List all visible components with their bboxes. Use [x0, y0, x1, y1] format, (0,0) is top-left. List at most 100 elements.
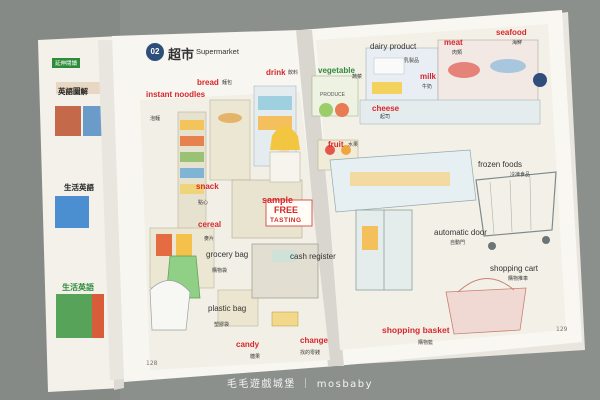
shelf-row-4 — [180, 168, 204, 178]
label-seafood: seafood — [496, 28, 527, 37]
side-book-tag: 延伸閱讀 — [52, 58, 81, 68]
seafood-fish — [490, 59, 526, 73]
gutter-shadow — [296, 30, 344, 366]
side-book-cover-4 — [56, 294, 92, 338]
cart-grid-3 — [529, 176, 532, 231]
label-candy-zh: 糖果 — [250, 354, 261, 360]
change-coins — [271, 311, 299, 327]
meat-cuts — [448, 62, 480, 78]
side-book-banner-1 — [56, 82, 104, 94]
register-screen — [272, 250, 296, 262]
cart-wheel-2 — [542, 236, 550, 244]
tasting-sign-text: TASTING — [270, 217, 302, 224]
sample-lady-hair — [270, 126, 300, 150]
label-fruit-zh: 水果 — [348, 142, 359, 148]
bread-loaf — [218, 113, 242, 123]
label-cereal-zh: 麥片 — [204, 236, 215, 242]
label-grocery-bag: grocery bag — [206, 250, 249, 259]
cart-grid-1 — [489, 181, 495, 235]
vegetable-pile-2 — [335, 103, 349, 117]
free-sign-text: FREE — [274, 205, 299, 215]
fruit-oranges — [341, 145, 351, 155]
label-cash-register: cash register — [290, 252, 336, 261]
cart-grid-2 — [509, 179, 513, 233]
produce-sign: PRODUCE — [320, 92, 346, 98]
label-vegetable-zh: 蔬菜 — [352, 74, 363, 80]
corner-badge — [533, 73, 547, 87]
page-title-en: Supermarket — [196, 47, 239, 56]
label-meat: meat — [444, 38, 463, 47]
side-book-title-2: 生活英語 — [64, 183, 94, 192]
label-cereal: cereal — [198, 220, 222, 229]
door-poster — [362, 226, 378, 250]
label-snack-zh: 點心 — [198, 200, 209, 206]
shelf-row-1 — [180, 120, 204, 130]
milk-cartons — [373, 57, 405, 75]
label-dairy-product: dairy product — [370, 42, 417, 51]
free-tasting-sign — [265, 199, 313, 227]
basket-handle — [457, 278, 515, 293]
side-book-title-3: 生活英語 — [62, 283, 94, 292]
sample-lady-body — [269, 151, 301, 183]
label-snack: snack — [196, 182, 219, 191]
fridge-row — [359, 99, 541, 125]
label-cheese-zh: 起司 — [380, 114, 391, 120]
label-shopping-basket-zh: 購物籃 — [418, 340, 434, 346]
side-book-cover-1 — [55, 106, 81, 136]
label-shopping-cart-zh: 購物推車 — [508, 276, 529, 282]
page-number-right: 129 — [556, 326, 568, 333]
chapter-number: 02 — [146, 43, 164, 61]
label-meat-zh: 肉類 — [452, 50, 463, 56]
label-plastic-bag-zh: 塑膠袋 — [214, 322, 230, 328]
label-bread-zh: 麵包 — [222, 80, 233, 86]
label-shopping-basket: shopping basket — [382, 325, 450, 335]
dairy-shelf — [365, 47, 439, 105]
side-book-cover-5 — [92, 294, 104, 338]
fruit-apples — [325, 145, 335, 155]
label-milk-zh: 牛奶 — [422, 84, 433, 90]
shopping-cart — [475, 171, 557, 237]
vegetable-pile — [319, 103, 333, 117]
label-milk: milk — [420, 72, 437, 81]
label-frozen-foods: frozen foods — [478, 160, 523, 169]
page-title-zh: 超市 — [168, 48, 195, 63]
label-sample: sample — [262, 195, 294, 205]
label-candy: candy — [236, 340, 260, 349]
shopping-basket — [445, 287, 527, 335]
label-fruit: fruit — [328, 140, 344, 149]
bread-shelf — [209, 99, 251, 181]
candy-rack — [217, 289, 259, 327]
label-shopping-cart: shopping cart — [490, 264, 539, 273]
label-plastic-bag: plastic bag — [208, 304, 247, 313]
cereal-box-2 — [176, 234, 192, 256]
label-dairy-product-zh: 乳製品 — [404, 58, 420, 64]
side-book-cover-3 — [55, 196, 89, 228]
label-frozen-foods-zh: 冷凍食品 — [510, 172, 531, 178]
label-grocery-bag-zh: 購物袋 — [212, 268, 228, 274]
label-cheese: cheese — [372, 104, 400, 113]
plastic-bag — [149, 280, 191, 331]
drink-bottles — [258, 96, 292, 110]
label-drink: drink — [266, 68, 286, 77]
label-automatic-door-zh: 自動門 — [450, 240, 466, 246]
side-book-cover-2 — [83, 106, 105, 136]
label-drink-zh: 飲料 — [288, 70, 299, 76]
label-seafood-zh: 海鮮 — [512, 40, 523, 46]
label-instant-noodles-zh: 泡麵 — [150, 116, 161, 122]
label-bread: bread — [197, 78, 219, 87]
watermark: 毛毛遊戲城堡 ｜ mosbaby — [226, 379, 374, 390]
label-vegetable: vegetable — [318, 66, 355, 75]
label-instant-noodles: instant noodles — [146, 90, 206, 99]
label-change: change — [300, 336, 329, 345]
shelf-row-2 — [180, 136, 204, 146]
label-automatic-door: automatic door — [434, 228, 487, 237]
frozen-items — [350, 172, 450, 186]
shelf-row-5 — [180, 184, 204, 194]
cheese-blocks — [372, 82, 402, 94]
cereal-box — [156, 234, 172, 256]
side-book-title-1: 英語圖解 — [58, 87, 88, 96]
page-number-left: 128 — [146, 360, 158, 367]
label-change-zh: 找的零錢 — [300, 350, 321, 356]
cart-wheel-1 — [488, 242, 496, 250]
